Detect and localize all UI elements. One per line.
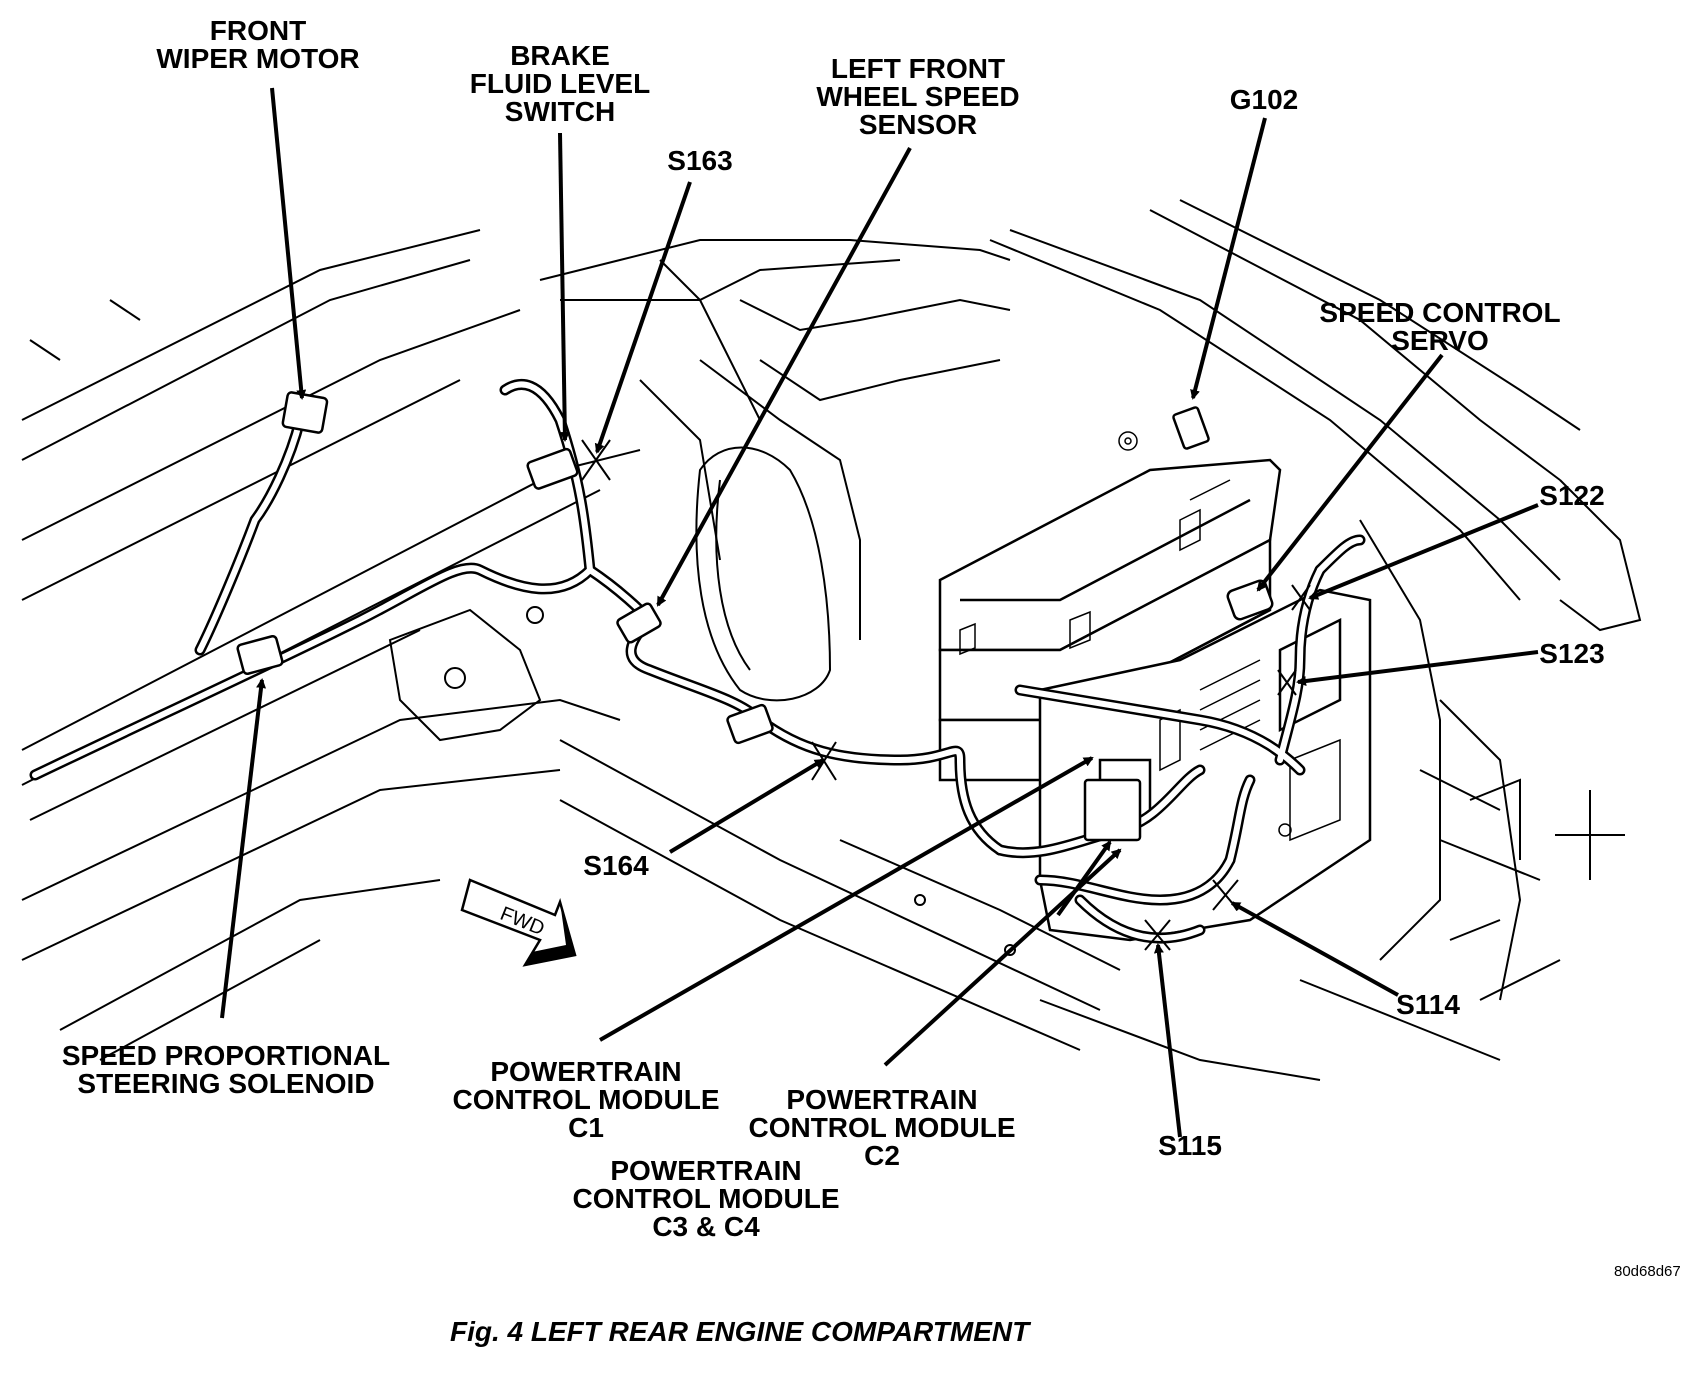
fwd-arrow: FWD	[460, 878, 577, 967]
leader-s115	[1153, 943, 1182, 1138]
leader-s122	[1308, 503, 1539, 600]
leader-s123	[1296, 650, 1539, 686]
leader-lines	[220, 87, 1539, 1138]
leader-pcm-c1	[599, 756, 1094, 1042]
vehicle-body-outline	[21, 199, 1642, 1081]
leader-pcm-c3-c4	[1056, 840, 1112, 917]
leader-s164	[668, 758, 825, 854]
leader-g102	[1190, 117, 1267, 400]
battery-details	[959, 431, 1231, 656]
leader-pcm-c2	[883, 848, 1122, 1067]
connectors	[236, 391, 1274, 842]
leader-speed-proportional-steering-solenoid	[220, 678, 267, 1019]
leader-front-wiper-motor	[270, 87, 307, 400]
battery-box	[938, 458, 1282, 782]
leader-speed-control-servo	[1256, 353, 1444, 592]
leader-brake-fluid-level-switch	[558, 132, 570, 442]
label-s114: S114	[1396, 989, 1460, 1020]
reference-code: 80d68d67	[1614, 1263, 1681, 1280]
label-s122: S122	[1539, 480, 1605, 511]
leader-left-front-wheel-speed-sensor	[656, 147, 912, 607]
label-g102: G102	[1229, 84, 1299, 115]
leader-s163	[594, 181, 692, 454]
label-s164: S164	[583, 850, 649, 881]
label-s115: S115	[1158, 1130, 1222, 1161]
label-s123: S123	[1539, 638, 1605, 669]
leader-s114	[1230, 901, 1399, 997]
figure-caption: Fig. 4 LEFT REAR ENGINE COMPARTMENT	[450, 1316, 1030, 1347]
splice-marks	[581, 439, 1311, 951]
label-s163: S163	[667, 145, 733, 176]
